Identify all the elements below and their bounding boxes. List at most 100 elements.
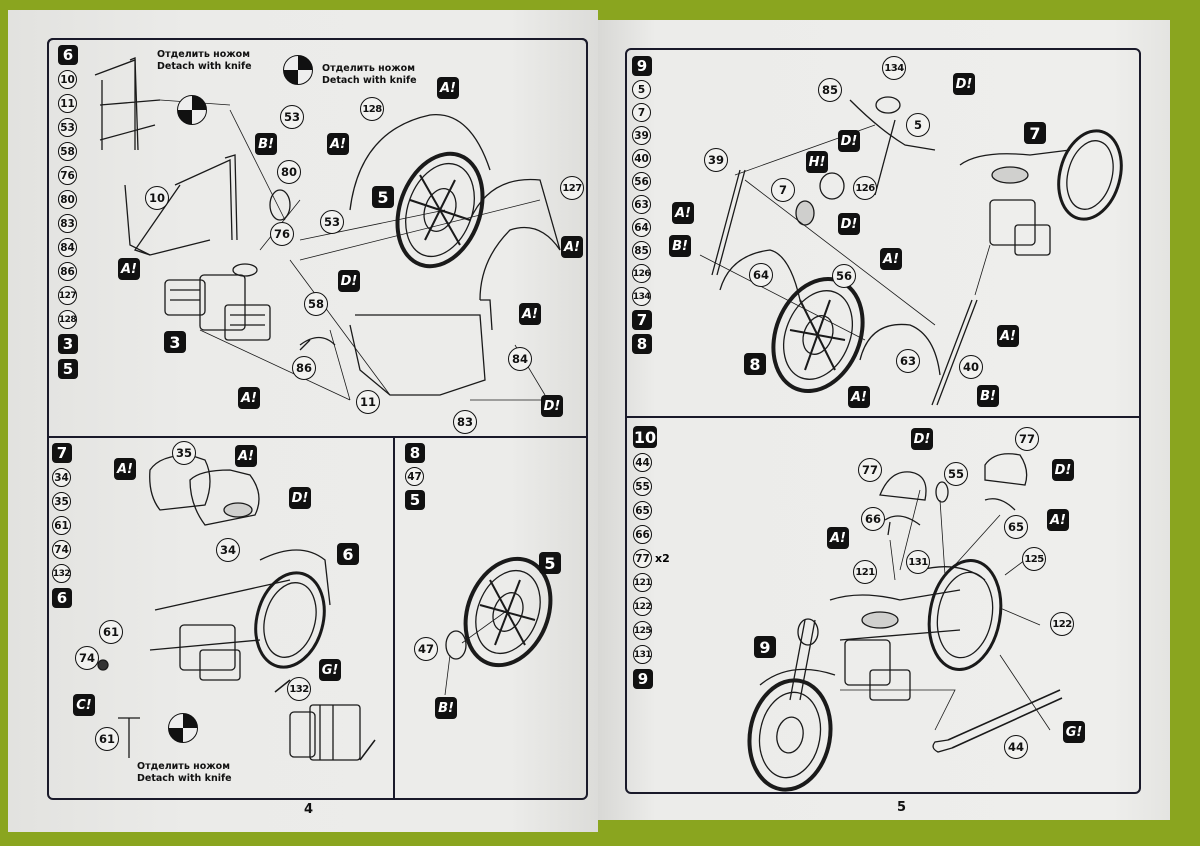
fender-128-illustration [349,114,491,211]
part-callout: 34 [216,538,240,562]
part-callout: 86 [292,356,316,380]
part-number: 39 [632,126,651,145]
part-number: 85 [632,241,651,260]
part-number: 64 [632,218,651,237]
front-fender-63-illustration [859,323,941,376]
part-callout: 56 [832,264,856,288]
subassembly-callout: 3 [164,331,186,353]
headlight-illustration [795,172,845,226]
part-number: 77 [633,549,652,568]
part-callout: 121 [853,560,877,584]
paint-code-badge: A! [238,387,260,409]
seat-spring-66-illustration [884,515,921,536]
left-page-frame [47,38,588,800]
part-callout: 132 [287,677,311,701]
part-callout: 83 [453,410,477,434]
paint-code-badge: A! [848,386,870,408]
part-number: 128 [58,310,77,329]
handlebar-illustration [849,96,936,196]
step-10-parts-list: 10 44 55 65 66 77 x2 121 122 125 131 9 [633,426,670,689]
part-callout: 10 [145,186,169,210]
paint-code-badge: C! [73,694,95,716]
motorcycle-body-illustration [149,549,331,681]
front-fender-64-illustration [719,249,801,301]
part-number: 61 [52,516,71,535]
part-callout: 53 [280,105,304,129]
knife-cut-icon [177,95,207,125]
subassembly-ref: 3 [58,334,78,354]
disc-part-illustration [269,189,291,221]
subassembly-ref: 6 [52,588,72,608]
part-number: 58 [58,142,77,161]
assembled-chassis-illustration [959,129,1123,256]
part-callout: 47 [414,637,438,661]
paint-code-badge: A! [880,248,902,270]
part-number: 10 [58,70,77,89]
page-number: 4 [304,802,314,817]
paint-code-badge: B! [255,133,277,155]
part-number: 35 [52,492,71,511]
knife-note-en: Detach with knife [322,75,417,86]
subassembly-ref: 8 [632,334,652,354]
part-number: 127 [58,286,77,305]
part-callout: 74 [75,646,99,670]
fender-127-illustration [469,178,561,301]
part-number: 5 [632,80,651,99]
paint-code-badge: A! [827,527,849,549]
part-callout: 66 [861,507,885,531]
part-number: 76 [58,166,77,185]
part-number: 121 [633,573,652,592]
step-number: 10 [633,426,657,448]
page-number: 5 [897,800,907,815]
subassembly-ref: 7 [632,310,652,330]
fuel-tank-illustration [149,454,260,526]
step-number: 7 [52,443,72,463]
right-page-frame [625,48,1141,794]
part-number: 7 [632,103,651,122]
part-callout: 80 [277,160,301,184]
part-number: 83 [58,214,77,233]
subassembly-callout: 9 [754,636,776,658]
subassembly-ref: 9 [633,669,653,689]
step-9-parts-list: 9 5 7 39 40 56 63 64 85 126 134 7 8 [632,56,652,354]
part-callout: 126 [853,176,877,200]
part-number: 47 [405,467,424,486]
part-callout: 53 [320,210,344,234]
part-callout: 122 [1050,612,1074,636]
knife-note-ru: Отделить ножом [157,49,250,60]
part-callout: 127 [560,176,584,200]
part-callout: 39 [704,148,728,172]
subassembly-callout: 5 [539,552,561,574]
pin-61-illustration [118,717,140,758]
part-callout: 55 [944,462,968,486]
part-number: 134 [632,287,651,306]
nut-74-illustration [97,659,109,671]
step-number: 6 [58,45,78,65]
knife-note: Отделить ножом Detach with knife [157,49,252,73]
paint-code-badge: A! [235,445,257,467]
step-number: 8 [405,443,425,463]
paint-code-badge: A! [437,77,459,99]
left-vertical-divider [393,437,395,799]
part-number: 34 [52,468,71,487]
knife-note-en: Detach with knife [157,61,252,72]
part-callout: 35 [172,441,196,465]
part-number: 44 [633,453,652,472]
part-number: 122 [633,597,652,616]
paint-code-badge: G! [1063,721,1085,743]
subassembly-callout: 8 [744,353,766,375]
part-callout: 58 [304,292,328,316]
part-callout: 128 [360,97,384,121]
part-callout: 131 [906,550,930,574]
part-callout: 61 [95,727,119,751]
knife-note-ru: Отделить ножом [137,761,230,772]
paint-code-badge: D! [953,73,975,95]
part-with-quantity: 77 x2 [633,549,670,568]
right-horizontal-divider [626,416,1140,418]
frame-part-illustration [94,57,161,151]
rear-frame-illustration [124,154,238,256]
rear-wheel-illustration [395,151,485,269]
step-8-parts-list: 8 47 5 [405,443,425,510]
paint-code-badge: B! [669,235,691,257]
part-callout: 63 [896,349,920,373]
